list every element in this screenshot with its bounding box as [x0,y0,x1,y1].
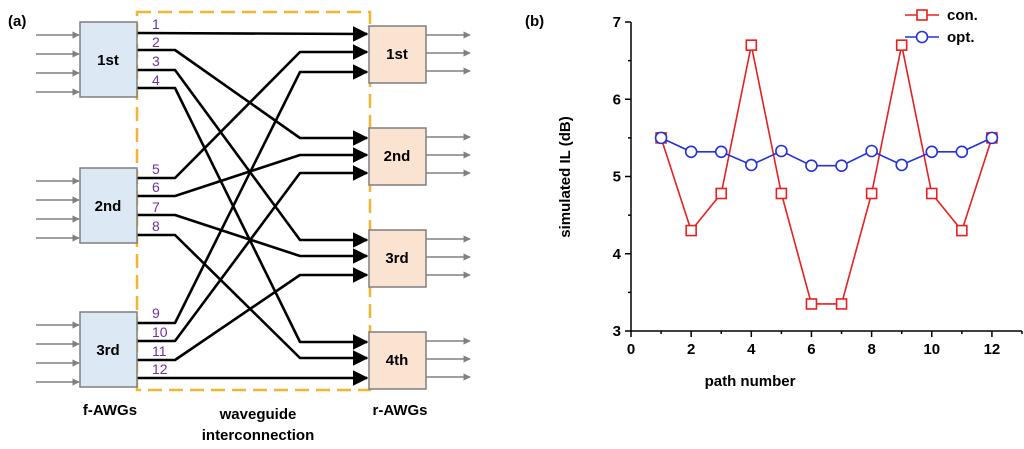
f-awg-label: 1st [97,52,119,69]
waveguide-caption-line2: interconnection [202,427,315,444]
waveguide-path [137,233,369,366]
waveguide-path [137,267,369,362]
path-number: 11 [152,343,167,359]
r-awg-1st: 1st [368,25,427,84]
series-opt [654,131,999,172]
r-awg-label: 1st [386,46,408,63]
path-number: 5 [152,161,160,177]
x-axis-label: path number [705,373,796,390]
waveguide-paths [136,26,369,386]
data-point [925,187,938,200]
y-axis-label: simulated IL (dB) [557,116,574,237]
y-tick-label: 7 [613,14,621,31]
x-tick-label: 6 [807,341,815,358]
r-awg-2nd: 2nd [368,127,427,186]
x-tick-label: 12 [984,341,1001,358]
panel-a-label: (a) [8,13,26,30]
data-point [925,145,939,159]
x-tick-label: 8 [867,341,875,358]
waveguide-path [137,165,369,343]
x-tick-label: 10 [923,341,940,358]
x-tick-label: 2 [687,341,695,358]
r-awg-4th: 4th [368,331,427,390]
waveguide-path [137,48,369,146]
panel-b-label: (b) [525,13,544,30]
data-point [654,131,668,145]
data-point [895,158,908,172]
path-number: 2 [152,34,160,50]
f-awg-label: 3rd [96,342,119,359]
waveguide-path [137,213,369,264]
il-chart: (b) 3 4 5 6 7 0 2 4 6 8 10 12 path number simulated… [525,7,1023,390]
y-tick-label: 4 [613,246,622,263]
path-number: 8 [152,218,160,234]
f-awg-label: 2nd [95,198,122,215]
series-layer [654,39,999,310]
f-awgs-caption: f-AWGs [83,402,137,419]
legend-label: con. [947,7,978,24]
data-point [865,144,878,158]
data-point [715,187,728,200]
f-awg-3rd: 3rd [79,311,138,388]
path-number: 6 [152,179,160,195]
f-awg-1st: 1st [79,21,138,98]
data-point [835,159,848,172]
data-point [985,131,999,145]
data-point [714,145,728,159]
series-line [660,45,993,305]
data-point [895,39,908,51]
data-point [685,224,697,237]
data-point [955,145,969,159]
f-awg-2nd: 2nd [79,167,138,244]
legend: con. opt. [905,7,978,46]
data-point [865,187,878,200]
path-number: 10 [152,324,168,340]
r-awg-label: 2nd [384,148,411,165]
data-point [805,159,818,172]
data-point [684,145,698,159]
data-point [775,144,788,158]
r-awgs-caption: r-AWGs [372,402,427,419]
path-number: 7 [152,199,160,215]
legend-entry: opt. [905,29,975,46]
legend-marker [916,9,928,21]
input-arrows [36,31,80,386]
data-point [745,39,758,51]
path-number: 9 [152,305,160,321]
legend-label: opt. [947,29,975,46]
path-number: 1 [152,16,160,32]
waveguide-path [137,68,369,248]
path-number: 4 [152,72,160,88]
waveguide-path [137,64,369,325]
waveguide-caption-line1: waveguide [219,406,297,423]
data-point [805,298,818,310]
output-arrows [426,31,471,381]
data-point [775,187,788,200]
y-tick-label: 6 [613,91,621,108]
waveguide-path [137,44,369,180]
data-point [835,298,848,310]
r-awg-label: 3rd [385,250,408,267]
x-tick-label: 0 [627,341,635,358]
r-awg-label: 4th [386,352,409,369]
axis-ticks: 3 4 5 6 7 0 2 4 6 8 10 12 [613,14,1023,358]
path-number: 3 [152,53,160,69]
data-point [956,224,968,237]
waveguide-path [136,26,369,42]
legend-marker [915,30,929,44]
awg-interconnection-diagram: (a) 1st 2nd 3rd 1st 2nd 3rd [8,10,471,444]
r-awg-3rd: 3rd [368,229,427,288]
series-line [660,137,993,167]
data-point [745,158,758,172]
waveguide-path [137,147,369,198]
x-tick-label: 4 [747,341,756,358]
series-con [655,39,998,310]
y-tick-label: 3 [613,323,621,340]
legend-entry: con. [905,7,978,24]
path-number: 12 [152,361,168,377]
waveguide-path [137,86,369,350]
y-tick-label: 5 [613,169,621,186]
